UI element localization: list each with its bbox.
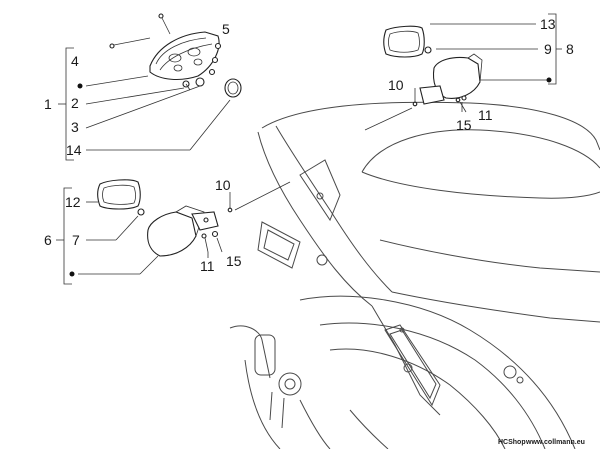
callout-15-left: 15 [226, 253, 242, 269]
indicator-body [147, 211, 197, 257]
screw-9 [424, 46, 432, 54]
callout-8: 8 [566, 41, 574, 57]
screw-5 [214, 42, 222, 50]
callout-10-right: 10 [388, 77, 404, 93]
footer-shop: HCShop [498, 439, 526, 446]
callout-15-right: 15 [456, 117, 472, 133]
leader-left-indicator-to-body [234, 181, 291, 211]
callout-5: 5 [222, 21, 230, 37]
callout-11-left: 11 [200, 258, 215, 274]
bolt-11 [201, 233, 207, 239]
screw [208, 68, 216, 76]
callout-9: 9 [544, 41, 552, 57]
right-indicator-group [383, 13, 562, 113]
callout-13: 13 [540, 16, 556, 32]
callout-3: 3 [71, 119, 79, 135]
footer-url: www.collmann.eu [525, 439, 585, 446]
screw [158, 13, 164, 19]
nut-10 [227, 207, 233, 213]
screw [211, 56, 219, 64]
washer-15-right [461, 95, 467, 101]
callout-7: 7 [72, 232, 80, 248]
indicator-lens-12 [97, 179, 141, 210]
callout-1: 1 [44, 96, 52, 112]
tail-light-housing [149, 31, 220, 81]
callout-12: 12 [65, 194, 81, 210]
screw-7 [137, 208, 145, 216]
callout-6: 6 [44, 232, 52, 248]
nut-10-right [412, 101, 418, 107]
washer-15 [211, 230, 219, 238]
motorcycle-rear-body [229, 101, 600, 449]
callout-4: 4 [71, 53, 79, 69]
leader-right-indicator-to-body [364, 107, 413, 131]
left-indicator-group [56, 179, 233, 285]
callout-14: 14 [66, 142, 82, 158]
callout-11-right: 11 [478, 107, 493, 123]
ring-14 [224, 78, 242, 98]
bolt-11-right [455, 97, 461, 103]
bulb-3 [195, 77, 205, 87]
indicator-mount-right [419, 85, 445, 105]
callout-10-left: 10 [215, 177, 231, 193]
callout-2: 2 [71, 95, 79, 111]
tail-light-group [58, 13, 242, 161]
screw [109, 43, 115, 49]
indicator-lens-13 [383, 25, 425, 58]
